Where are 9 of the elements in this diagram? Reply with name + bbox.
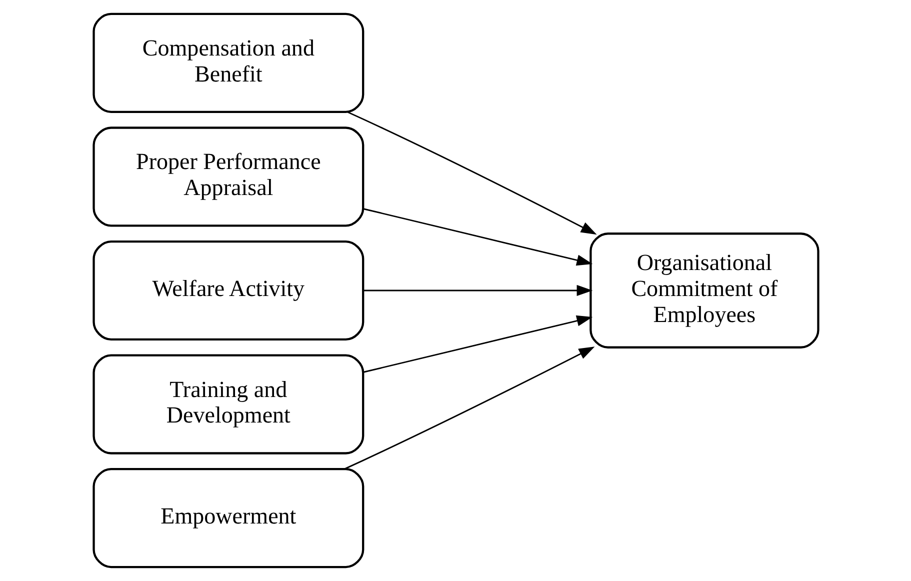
node-box: Welfare Activity <box>92 240 364 341</box>
node-box: Training and Development <box>92 354 364 454</box>
node-box: Compensation and Benefit <box>92 12 364 113</box>
node-box: Organisational Commitment of Employees <box>589 232 819 348</box>
node-box: Empowerment <box>92 468 364 568</box>
arrow <box>362 315 592 373</box>
arrow <box>363 284 592 296</box>
arrow <box>362 208 592 266</box>
node-box: Proper Performance Appraisal <box>92 126 364 227</box>
